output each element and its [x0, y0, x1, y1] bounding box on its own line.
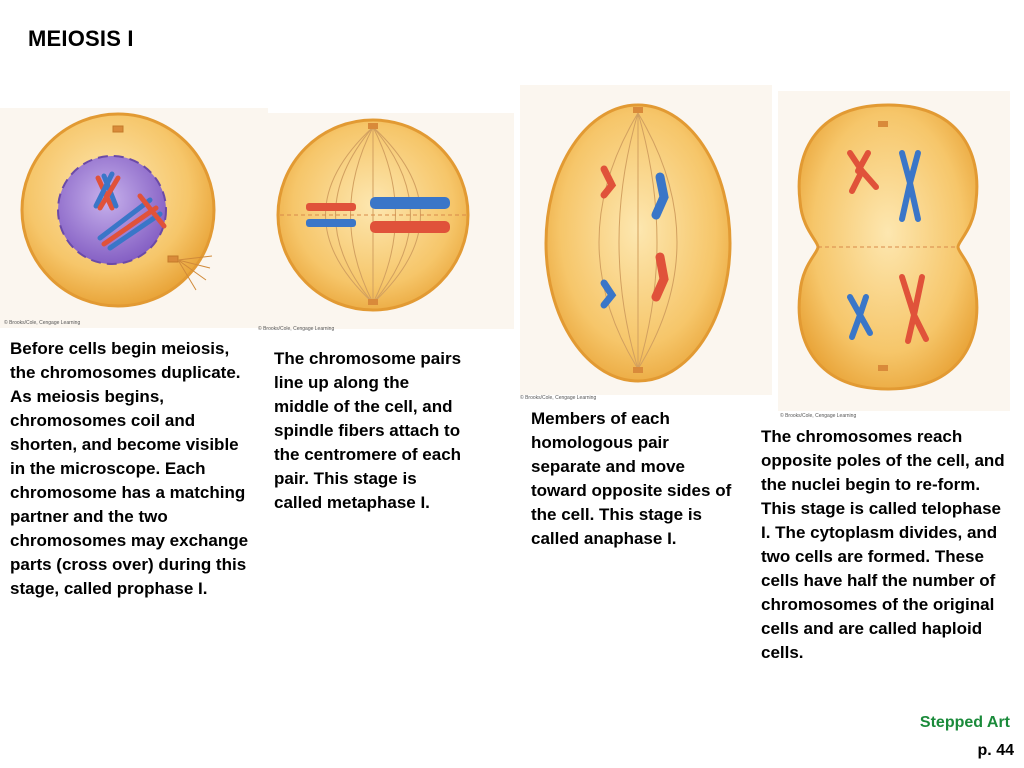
prophase-illustration: © Brooks/Cole, Cengage Learning	[0, 108, 268, 328]
telophase-illustration: © Brooks/Cole, Cengage Learning	[778, 91, 1010, 419]
anaphase-illustration: © Brooks/Cole, Cengage Learning	[520, 85, 772, 401]
aligned-chromosome-pairs	[306, 197, 450, 233]
crossing-chromosomes	[93, 171, 167, 251]
metaphase-caption: The chromosome pairs line up along the m…	[274, 349, 462, 512]
image-credit: © Brooks/Cole, Cengage Learning	[520, 395, 597, 401]
page-number: p. 44	[977, 742, 1014, 759]
slide-title: MEIOSIS I	[28, 26, 134, 51]
image-credit: © Brooks/Cole, Cengage Learning	[258, 326, 335, 332]
separating-chromosomes	[600, 165, 669, 309]
anaphase-caption: Members of each homologous pair separate…	[531, 409, 732, 548]
image-credit: © Brooks/Cole, Cengage Learning	[4, 320, 81, 326]
metaphase-illustration: © Brooks/Cole, Cengage Learning	[258, 113, 514, 332]
prophase-caption: Before cells begin meiosis, the chromoso…	[10, 339, 249, 598]
daughter-chromosomes	[847, 150, 929, 344]
telophase-caption: The chromosomes reach opposite poles of …	[761, 427, 1005, 662]
image-credit: © Brooks/Cole, Cengage Learning	[780, 413, 857, 419]
stepped-art-label: Stepped Art	[919, 714, 1010, 731]
